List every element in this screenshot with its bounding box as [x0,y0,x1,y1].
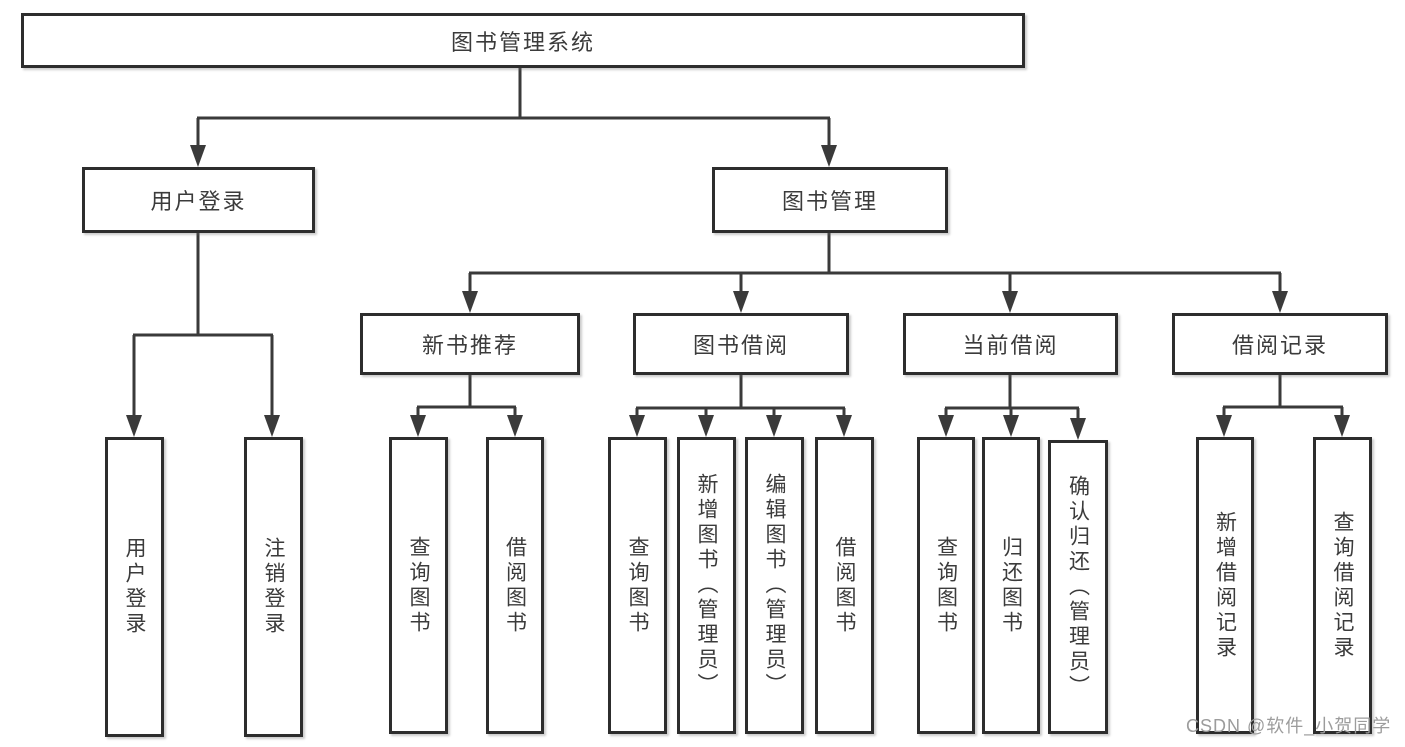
node-user-login: 用户登录 [82,167,315,233]
arrowhead-icons [126,145,1350,440]
node-library-management-system: 图书管理系统 [21,13,1025,68]
leaf-bb-query-books: 查询图书 [608,437,667,734]
node-book-borrowing: 图书借阅 [633,313,849,375]
leaf-nbr-query-books: 查询图书 [389,437,448,734]
leaf-nbr-borrow-books: 借阅图书 [486,437,544,734]
watermark: CSDN @软件_小贺同学 [1186,716,1392,736]
leaf-br-add-record: 新增借阅记录 [1196,437,1254,734]
leaf-cb-query-books: 查询图书 [917,437,975,734]
leaf-logout: 注销登录 [244,437,303,737]
leaf-user-login: 用户登录 [105,437,164,737]
node-current-borrowing: 当前借阅 [903,313,1118,375]
leaf-bb-borrow-books: 借阅图书 [815,437,874,734]
node-borrow-records: 借阅记录 [1172,313,1388,375]
node-new-book-recommend: 新书推荐 [360,313,580,375]
leaf-cb-return-books: 归还图书 [982,437,1040,734]
leaf-br-query-record: 查询借阅记录 [1313,437,1372,734]
leaf-cb-confirm-return-admin: 确认归还（管理员） [1048,440,1108,734]
leaf-bb-add-books-admin: 新增图书（管理员） [677,437,736,734]
node-book-management: 图书管理 [712,167,948,233]
leaf-bb-edit-books-admin: 编辑图书（管理员） [745,437,804,734]
